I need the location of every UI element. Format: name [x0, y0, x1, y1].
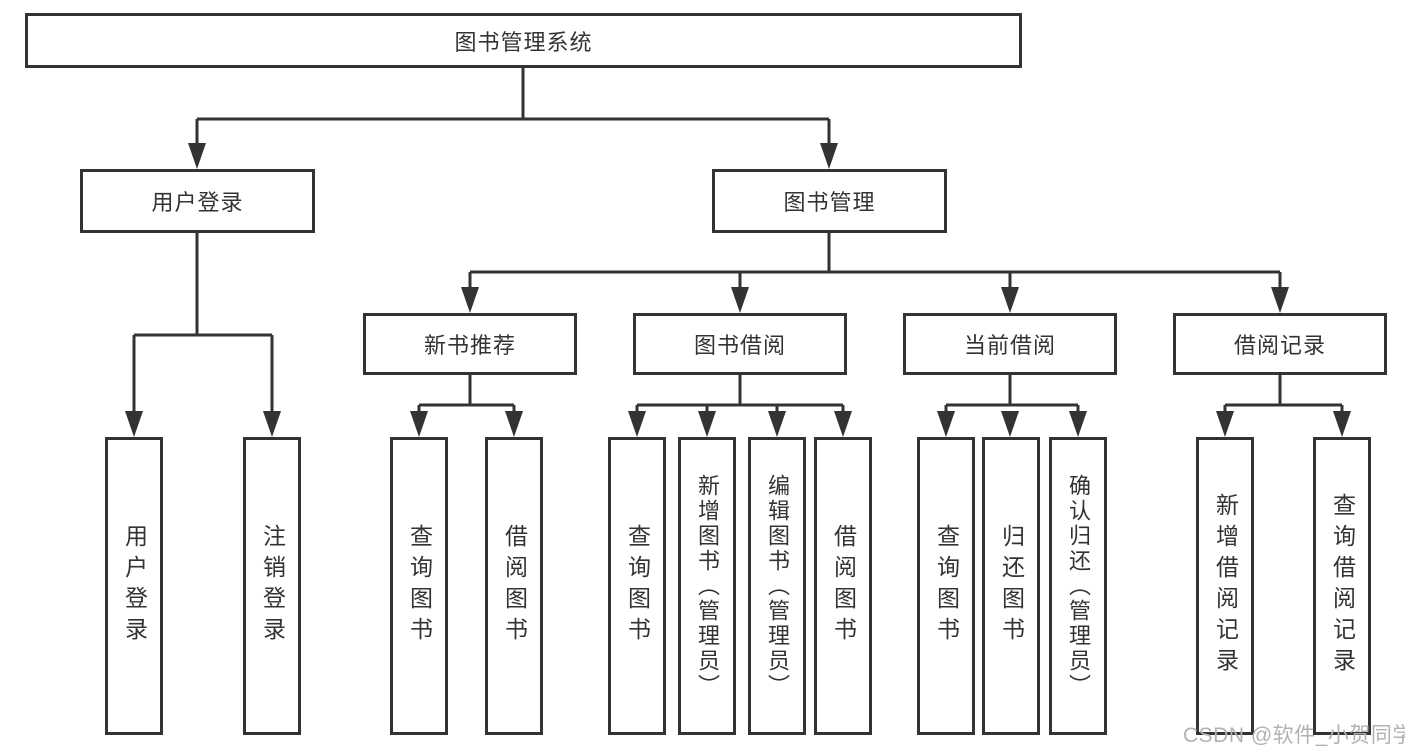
leaf-query-books-current-label: 查询图书: [933, 524, 960, 648]
leaf-return-books: 归还图书: [982, 437, 1040, 735]
leaf-logout: 注销登录: [243, 437, 301, 735]
node-current-borrow-label: 当前借阅: [963, 333, 1056, 358]
leaf-edit-book-admin: 编辑图书（管理员）: [748, 437, 806, 735]
leaf-edit-book-admin-label: 编辑图书（管理员）: [765, 473, 790, 699]
leaf-return-books-label: 归还图书: [998, 524, 1025, 648]
node-book-borrow: 图书借阅: [633, 313, 847, 375]
node-user-login: 用户登录: [80, 169, 315, 233]
leaf-add-book-admin-label: 新增图书（管理员）: [695, 473, 720, 699]
leaf-add-borrow-record: 新增借阅记录: [1196, 437, 1254, 735]
leaf-add-borrow-record-label: 新增借阅记录: [1212, 493, 1239, 679]
leaf-query-books-current: 查询图书: [917, 437, 975, 735]
leaf-borrow-books-recommend-label: 借阅图书: [501, 524, 528, 648]
leaf-borrow-books-label: 借阅图书: [830, 524, 857, 648]
leaf-add-book-admin: 新增图书（管理员）: [678, 437, 736, 735]
node-current-borrow: 当前借阅: [903, 313, 1117, 375]
leaf-logout-label: 注销登录: [259, 524, 286, 648]
leaf-query-books-recommend-label: 查询图书: [406, 524, 433, 648]
leaf-borrow-books: 借阅图书: [814, 437, 872, 735]
node-borrow-records-label: 借阅记录: [1233, 333, 1326, 358]
leaf-borrow-books-recommend: 借阅图书: [485, 437, 543, 735]
leaf-query-books-recommend: 查询图书: [390, 437, 448, 735]
watermark: CSDN @软件_小贺同学: [1183, 724, 1405, 747]
leaf-user-login: 用户登录: [105, 437, 163, 735]
leaf-query-borrow-record-label: 查询借阅记录: [1329, 493, 1356, 679]
node-user-login-label: 用户登录: [151, 190, 244, 215]
node-root-label: 图书管理系统: [454, 29, 593, 55]
leaf-user-login-label: 用户登录: [121, 524, 148, 648]
node-root: 图书管理系统: [25, 13, 1022, 68]
node-new-book-recommend: 新书推荐: [363, 313, 577, 375]
node-new-book-recommend-label: 新书推荐: [423, 333, 516, 358]
leaf-confirm-return-admin-label: 确认归还（管理员）: [1066, 473, 1091, 699]
arrow-heads: [125, 143, 1351, 437]
leaf-query-books-borrow: 查询图书: [608, 437, 666, 735]
node-book-management: 图书管理: [712, 169, 947, 233]
leaf-query-books-borrow-label: 查询图书: [624, 524, 651, 648]
leaf-confirm-return-admin: 确认归还（管理员）: [1049, 437, 1107, 735]
node-book-borrow-label: 图书借阅: [693, 333, 786, 358]
node-borrow-records: 借阅记录: [1173, 313, 1387, 375]
node-book-management-label: 图书管理: [783, 190, 876, 215]
leaf-query-borrow-record: 查询借阅记录: [1313, 437, 1371, 735]
